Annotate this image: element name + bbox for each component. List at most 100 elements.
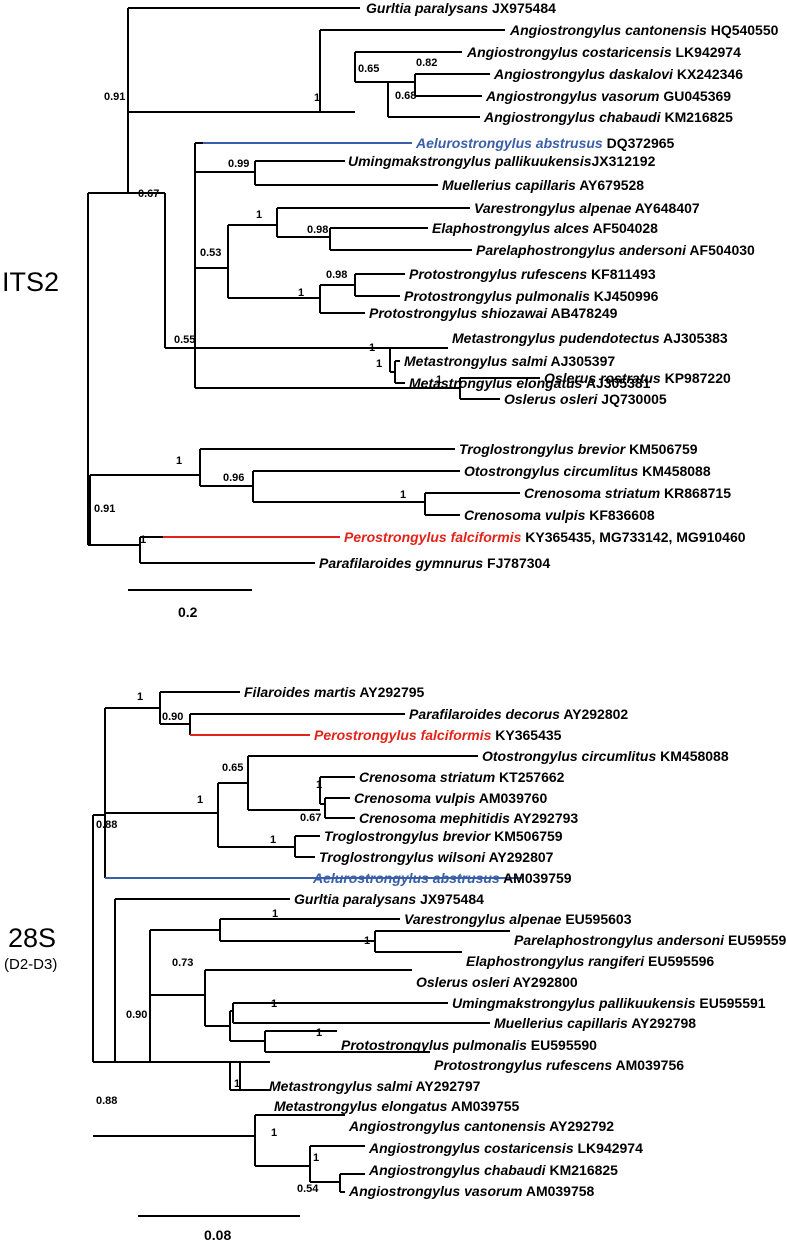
tip-label: Varestrongylus alpenae AY648407	[474, 200, 700, 216]
its2-panel: ITS2	[2, 0, 779, 620]
support-value: 0.91	[94, 503, 115, 515]
support-value: 1	[140, 534, 146, 546]
tip-label: Protostrongylus pulmonalis KJ450996	[404, 288, 659, 304]
tip-label: Parelaphostrongylus andersoni EU595597	[514, 932, 787, 948]
support-value: 0.67	[300, 812, 321, 824]
tip-label: Metastrongylus pudendotectus AJ305383	[452, 330, 728, 346]
support-value: 0.55	[174, 334, 195, 346]
tip-label: Crenosoma vulpis AM039760	[354, 790, 547, 806]
support-value: 1	[271, 1127, 277, 1139]
tip-label: Angiostrongylus chabaudi KM216825	[483, 109, 733, 125]
tip-label-highlighted: Perostrongylus falciformis KY365435	[314, 727, 562, 743]
support-value: 0.65	[222, 762, 243, 774]
tip-label: Muellerius capillaris AY292798	[494, 1015, 696, 1031]
tip-label: Metastrongylus elongatus AM039755	[274, 1098, 520, 1114]
tip-label: Troglostrongylus wilsoni AY292807	[319, 849, 554, 865]
tip-label: Metastrongylus salmi AY292797	[269, 1078, 481, 1094]
tip-label: Metastrongylus elongatus AJ305381	[409, 375, 651, 391]
support-value: 1	[364, 935, 370, 947]
tip-label: Parafilaroides gymnurus FJ787304	[319, 555, 550, 571]
support-value: 0.96	[223, 472, 244, 484]
tip-label: Angiostrongylus daskalovi KX242346	[493, 66, 743, 82]
its2-scale-bar: 0.2	[128, 589, 252, 620]
support-value: 0.98	[326, 269, 347, 281]
support-value: 1	[376, 358, 382, 370]
28s-panel-sublabel: (D2-D3)	[4, 956, 57, 973]
tip-label: Umingmakstrongylus pallikuukensis EU5955…	[452, 995, 766, 1011]
support-value: 1	[298, 287, 304, 299]
28s-panel: 28S (D2-D3)	[4, 684, 787, 1243]
tip-label: Angiostrongylus cantonensis HQ540550	[509, 22, 779, 38]
tip-label: Filaroides martis AY292795	[244, 684, 425, 700]
tip-label: Parafilaroides decorus AY292802	[409, 706, 628, 722]
support-value: 1	[256, 209, 262, 221]
tip-label: Oslerus osleri JQ730005	[504, 391, 667, 407]
support-value: 1	[137, 691, 143, 703]
tip-label: Troglostrongylus brevior KM506759	[324, 828, 563, 844]
tip-label-highlighted: Aelurostrongylus abstrusus AM039759	[312, 870, 572, 886]
tip-label-highlighted: Perostrongylus falciformis KY365435, MG7…	[344, 529, 746, 545]
tip-label-highlighted: Aelurostrongylus abstrusus DQ372965	[415, 135, 675, 151]
28s-panel-label: 28S	[8, 923, 56, 953]
support-value: 0.99	[228, 158, 249, 170]
support-value: 1	[400, 489, 406, 501]
tip-label: Crenosoma mephitidis AY292793	[359, 810, 578, 826]
support-value: 1	[313, 1152, 319, 1164]
tip-label: Muellerius capillaris AY679528	[442, 177, 644, 193]
28s-scale-bar: 0.08	[138, 1215, 300, 1243]
support-value: 0.88	[96, 1095, 117, 1107]
tip-label: Protostrongylus pulmonalis EU595590	[341, 1037, 597, 1053]
support-value: 1	[314, 92, 320, 104]
tip-label: Protostrongylus rufescens KF811493	[409, 266, 656, 282]
support-value: 0.65	[358, 63, 379, 75]
28s-tree-branches	[92, 691, 522, 1193]
tip-label: Crenosoma striatum KR868715	[524, 485, 731, 501]
tip-label: Parelaphostrongylus andersoni AF504030	[476, 242, 755, 258]
support-value: 1	[436, 374, 442, 386]
its2-panel-label: ITS2	[2, 267, 59, 297]
tip-label: Elaphostrongylus alces AF504028	[432, 220, 658, 236]
its2-support-values: 0.91 1 0.65 0.82 0.68 0.67 0.99 1 0.98 0…	[94, 57, 442, 546]
support-value: 0.91	[104, 91, 125, 103]
support-value: 0.90	[162, 711, 183, 723]
tip-label: Gurltia paralysans JX975484	[294, 891, 484, 907]
support-value: 0.53	[200, 247, 221, 259]
tip-label: Angiostrongylus costaricensis LK942974	[368, 1140, 643, 1156]
tip-label: Protostrongylus shiozawai AB478249	[369, 305, 618, 321]
support-value: 1	[316, 1027, 322, 1039]
tip-label: Crenosoma striatum KT257662	[359, 769, 565, 785]
support-value: 0.54	[297, 1183, 319, 1195]
its2-tree-branches	[87, 7, 540, 564]
support-value: 1	[316, 779, 322, 791]
support-value: 1	[270, 834, 276, 846]
28s-tip-labels: Filaroides martis AY292795 Parafilaroide…	[244, 684, 787, 1199]
support-value: 0.73	[172, 957, 193, 969]
tip-label: Otostrongylus circumlitus KM458088	[482, 748, 729, 764]
support-value: 1	[272, 908, 278, 920]
scale-bar-label: 0.08	[204, 1227, 231, 1243]
support-value: 0.88	[96, 819, 117, 831]
tip-label: Crenosoma vulpis KF836608	[464, 507, 655, 523]
support-value: 0.82	[416, 57, 437, 69]
support-value: 1	[176, 455, 182, 467]
tip-label: Protostrongylus rufescens AM039756	[434, 1057, 684, 1073]
tip-label: Otostrongylus circumlitus KM458088	[464, 463, 711, 479]
tip-label: Angiostrongylus vasorum GU045369	[485, 88, 731, 104]
support-value: 1	[234, 1078, 240, 1090]
its2-tip-labels: Gurltia paralysans JX975484 Angiostrongy…	[319, 0, 779, 571]
support-value: 0.98	[307, 224, 328, 236]
28s-support-values: 1 0.90 0.65 1 0.67 1 1 0.88 1 1 0.73 1 1…	[96, 691, 370, 1195]
tip-label: Angiostrongylus cantonensis AY292792	[348, 1118, 614, 1134]
support-value: 0.90	[126, 1009, 147, 1021]
tip-label: Oslerus osleri AY292800	[416, 974, 578, 990]
support-value: 0.68	[395, 90, 416, 102]
tip-label: Angiostrongylus costaricensis LK942974	[466, 44, 741, 60]
support-value: 1	[197, 794, 203, 806]
support-value: 1	[369, 342, 375, 354]
tip-label: Metastrongylus salmi AJ305397	[404, 353, 615, 369]
support-value: 0.67	[138, 188, 159, 200]
tip-label: Varestrongylus alpenae EU595603	[404, 911, 632, 927]
tip-label: Oslerus rostratus KP987220	[544, 370, 731, 386]
support-value: 1	[271, 998, 277, 1010]
